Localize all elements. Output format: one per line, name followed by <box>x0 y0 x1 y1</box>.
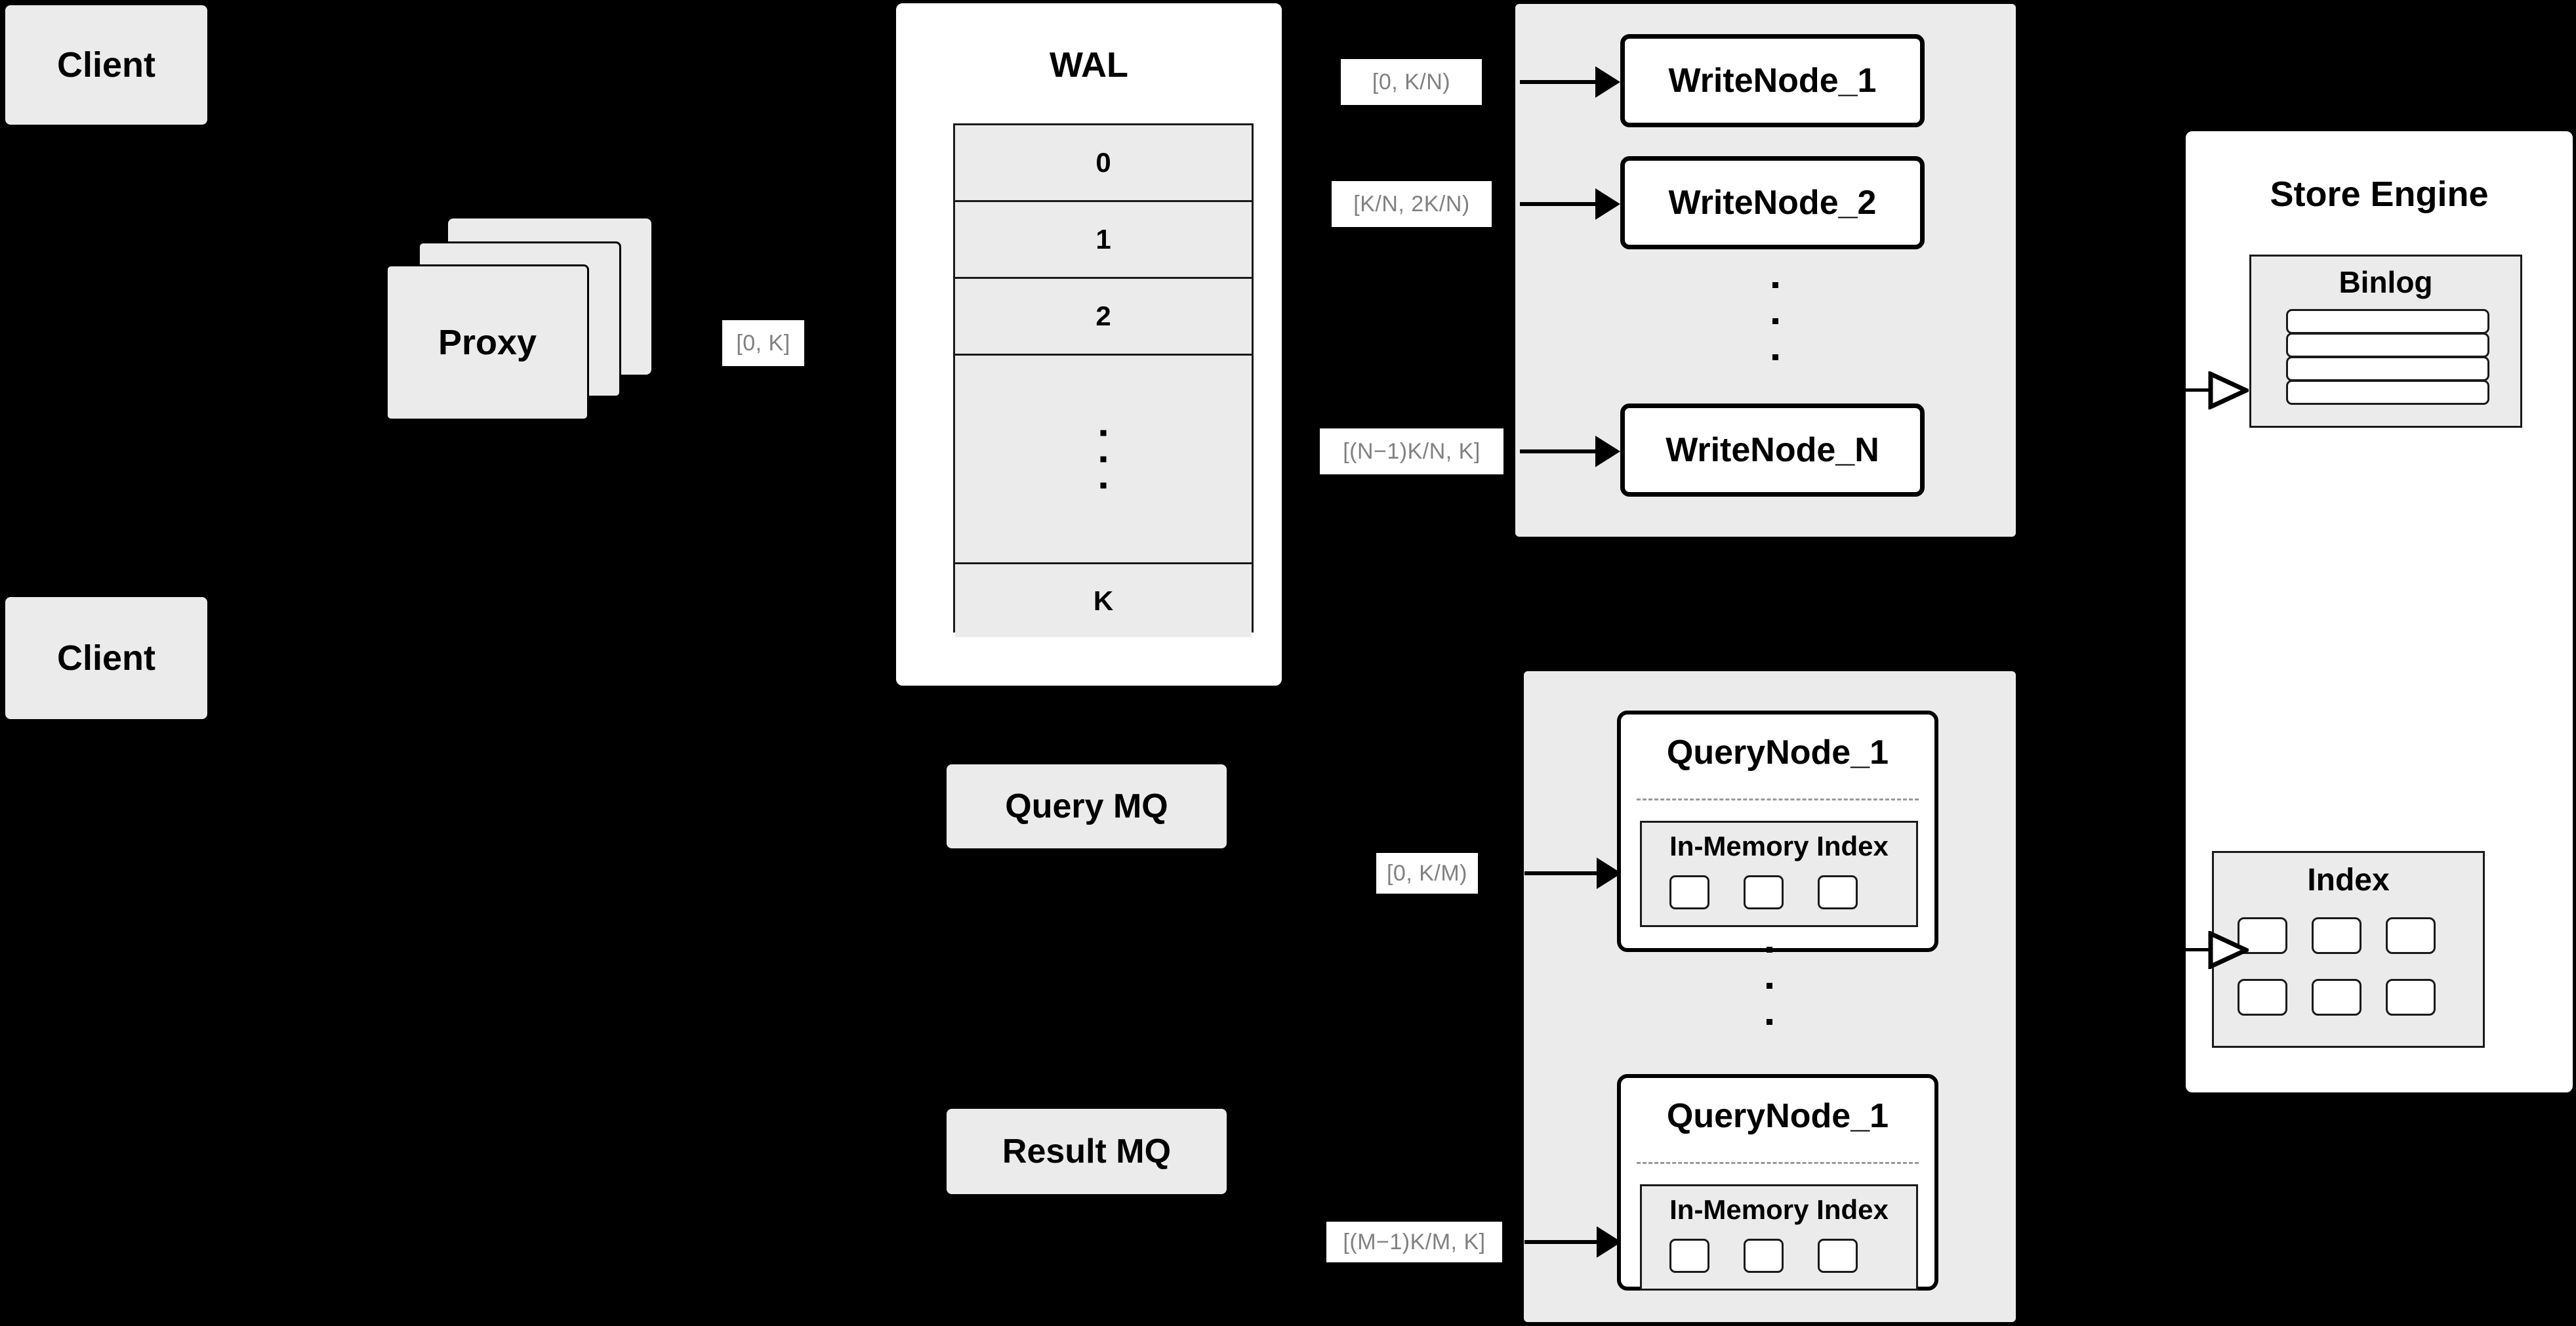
wal-row-ellipsis <box>955 356 1252 564</box>
edge-label-query-node-1-text: [0, K/M) <box>1386 860 1468 886</box>
index-cell-5[interactable] <box>2312 979 2361 1016</box>
arrow-line-to-write-node-1 <box>1520 80 1612 84</box>
write-node-n[interactable]: WriteNode_N <box>1620 404 1925 497</box>
wal-panel: WAL 0 1 2 K <box>896 3 1282 686</box>
write-node-2-label: WriteNode_2 <box>1668 184 1877 222</box>
query-node-m[interactable]: QueryNode_1 In-Memory Index <box>1617 1074 1938 1291</box>
wal-row-1: 1 <box>955 202 1252 279</box>
edge-label-query-node-1: [0, K/M) <box>1376 853 1478 894</box>
index-title: Index <box>2307 863 2390 898</box>
query-node-m-index-slot-2[interactable] <box>1744 1239 1784 1273</box>
arrow-line-to-query-node-m <box>1524 1240 1613 1244</box>
proxy-stack-sheet-front[interactable]: Proxy <box>386 264 589 421</box>
edge-label-query-node-m: [(M−1)K/M, K] <box>1326 1222 1502 1262</box>
query-node-m-index-slot-3[interactable] <box>1818 1239 1858 1273</box>
edge-label-query-node-m-text: [(M−1)K/M, K] <box>1343 1229 1486 1254</box>
index-cell-2[interactable] <box>2312 917 2361 954</box>
edge-label-proxy-to-wal: [0, K] <box>722 320 804 366</box>
client-label-1: Client <box>56 45 155 85</box>
edge-label-write-node-2: [K/N, 2K/N) <box>1332 181 1492 227</box>
query-node-ellipsis-dots <box>1767 947 1772 1025</box>
arrow-head-to-write-node-1 <box>1595 66 1620 98</box>
query-node-1-index-slot-3[interactable] <box>1818 875 1858 909</box>
query-node-m-in-memory-index: In-Memory Index <box>1640 1184 1918 1291</box>
write-node-ellipsis-dots <box>1772 282 1778 360</box>
query-node-1-in-memory-index: In-Memory Index <box>1640 821 1918 927</box>
arrow-line-to-query-node-1 <box>1524 871 1613 875</box>
binlog-row-1[interactable] <box>2286 309 2489 334</box>
edge-label-write-node-n: [(N−1)K/N, K] <box>1320 428 1503 474</box>
binlog-title: Binlog <box>2339 265 2433 299</box>
client-box-1[interactable]: Client <box>5 5 207 125</box>
write-node-n-label: WriteNode_N <box>1666 431 1879 469</box>
query-node-m-index-title: In-Memory Index <box>1669 1194 1889 1225</box>
binlog-row-4[interactable] <box>2286 380 2489 405</box>
edge-label-proxy-to-wal-text: [0, K] <box>736 330 790 356</box>
arrow-head-to-write-node-2 <box>1595 188 1620 220</box>
store-engine-panel: Store Engine Binlog Index <box>2186 131 2573 1092</box>
query-node-1-index-title: In-Memory Index <box>1669 831 1889 861</box>
query-node-1[interactable]: QueryNode_1 In-Memory Index <box>1617 711 1938 952</box>
write-node-1-label: WriteNode_1 <box>1668 62 1877 100</box>
wal-row-0: 0 <box>955 125 1252 202</box>
wal-row-2: 2 <box>955 279 1252 356</box>
query-node-1-label: QueryNode_1 <box>1666 734 1889 772</box>
index-cell-3[interactable] <box>2386 917 2436 954</box>
client-box-2[interactable]: Client <box>5 597 207 719</box>
edge-label-write-node-1-text: [0, K/N) <box>1372 69 1451 94</box>
arrow-line-to-write-node-2 <box>1520 202 1612 206</box>
edge-label-write-node-1: [0, K/N) <box>1341 59 1482 105</box>
index-box: Index <box>2212 851 2485 1048</box>
arrow-head-to-write-node-n <box>1595 436 1620 467</box>
proxy-label: Proxy <box>438 323 537 362</box>
query-node-1-index-slot-2[interactable] <box>1744 875 1784 909</box>
arrow-line-to-index <box>2186 948 2211 951</box>
index-cell-4[interactable] <box>2238 979 2287 1016</box>
query-node-m-divider <box>1637 1162 1919 1164</box>
query-node-m-label: QueryNode_1 <box>1666 1097 1889 1135</box>
client-label-2: Client <box>56 638 155 678</box>
edge-label-write-node-n-text: [(N−1)K/N, K] <box>1343 438 1481 464</box>
write-node-1[interactable]: WriteNode_1 <box>1620 34 1925 127</box>
query-node-1-divider <box>1637 798 1919 800</box>
binlog-row-2[interactable] <box>2286 333 2489 358</box>
wal-title: WAL <box>1050 45 1128 85</box>
wal-ellipsis-dots <box>1100 430 1107 488</box>
result-mq-label: Result MQ <box>1002 1132 1172 1171</box>
query-mq-box[interactable]: Query MQ <box>947 764 1227 848</box>
binlog-box: Binlog <box>2249 255 2522 428</box>
arrow-line-to-binlog <box>2186 388 2211 392</box>
binlog-row-3[interactable] <box>2286 356 2489 381</box>
wal-entry-table: 0 1 2 K <box>953 123 1254 637</box>
index-cell-6[interactable] <box>2386 979 2436 1016</box>
query-mq-label: Query MQ <box>1005 787 1168 825</box>
wal-row-k: K <box>955 564 1252 637</box>
query-node-1-index-slot-1[interactable] <box>1669 875 1709 909</box>
query-node-m-index-slot-1[interactable] <box>1669 1239 1709 1273</box>
result-mq-box[interactable]: Result MQ <box>947 1109 1227 1194</box>
write-node-2[interactable]: WriteNode_2 <box>1620 156 1925 249</box>
store-engine-title: Store Engine <box>2270 175 2489 214</box>
arrow-line-to-write-node-n <box>1520 449 1612 453</box>
edge-label-write-node-2-text: [K/N, 2K/N) <box>1353 191 1470 217</box>
